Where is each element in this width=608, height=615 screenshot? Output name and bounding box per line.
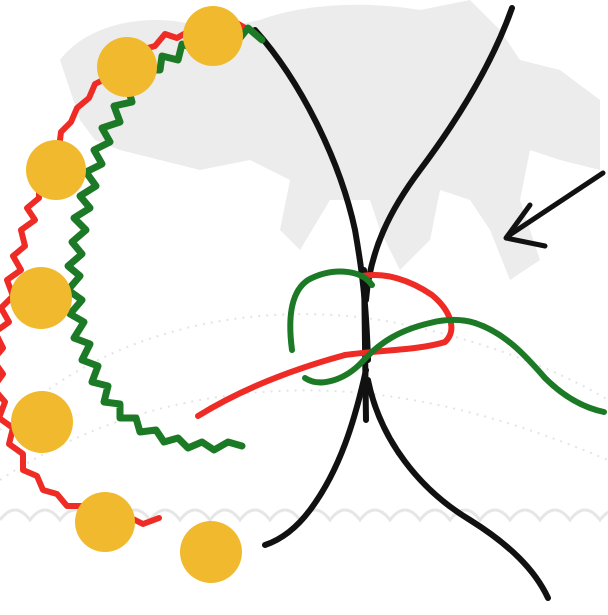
bead-4 (10, 267, 72, 329)
beads (10, 6, 243, 583)
red-thread-tail (195, 352, 348, 419)
loop-green-thread (64, 24, 266, 454)
black-cord-bottom-right (365, 377, 551, 601)
bead-5 (11, 391, 73, 453)
black-cord-bottom-left (262, 367, 369, 548)
arrow-shaft (505, 170, 606, 239)
bead-7 (180, 521, 242, 583)
watermark-figure (60, 0, 600, 280)
bead-6 (75, 492, 135, 552)
green-thread-loop (287, 268, 375, 353)
green-thread-tail (472, 320, 607, 415)
knot-red-thread (195, 272, 455, 419)
red-thread-knot (342, 272, 455, 358)
watermark (0, 0, 608, 523)
knot-green-thread (287, 268, 607, 415)
black-cord-top-right (363, 5, 515, 303)
bead-2 (97, 37, 157, 97)
watermark-arc-2 (0, 389, 608, 481)
green-thread-cross (302, 317, 478, 386)
arrow (503, 170, 606, 249)
black-cord-center (361, 267, 369, 423)
bead-3 (26, 140, 86, 200)
bead-1 (183, 6, 243, 66)
watermark-arc-1 (0, 313, 608, 431)
arrow-head (503, 202, 548, 249)
black-cords (252, 5, 551, 601)
